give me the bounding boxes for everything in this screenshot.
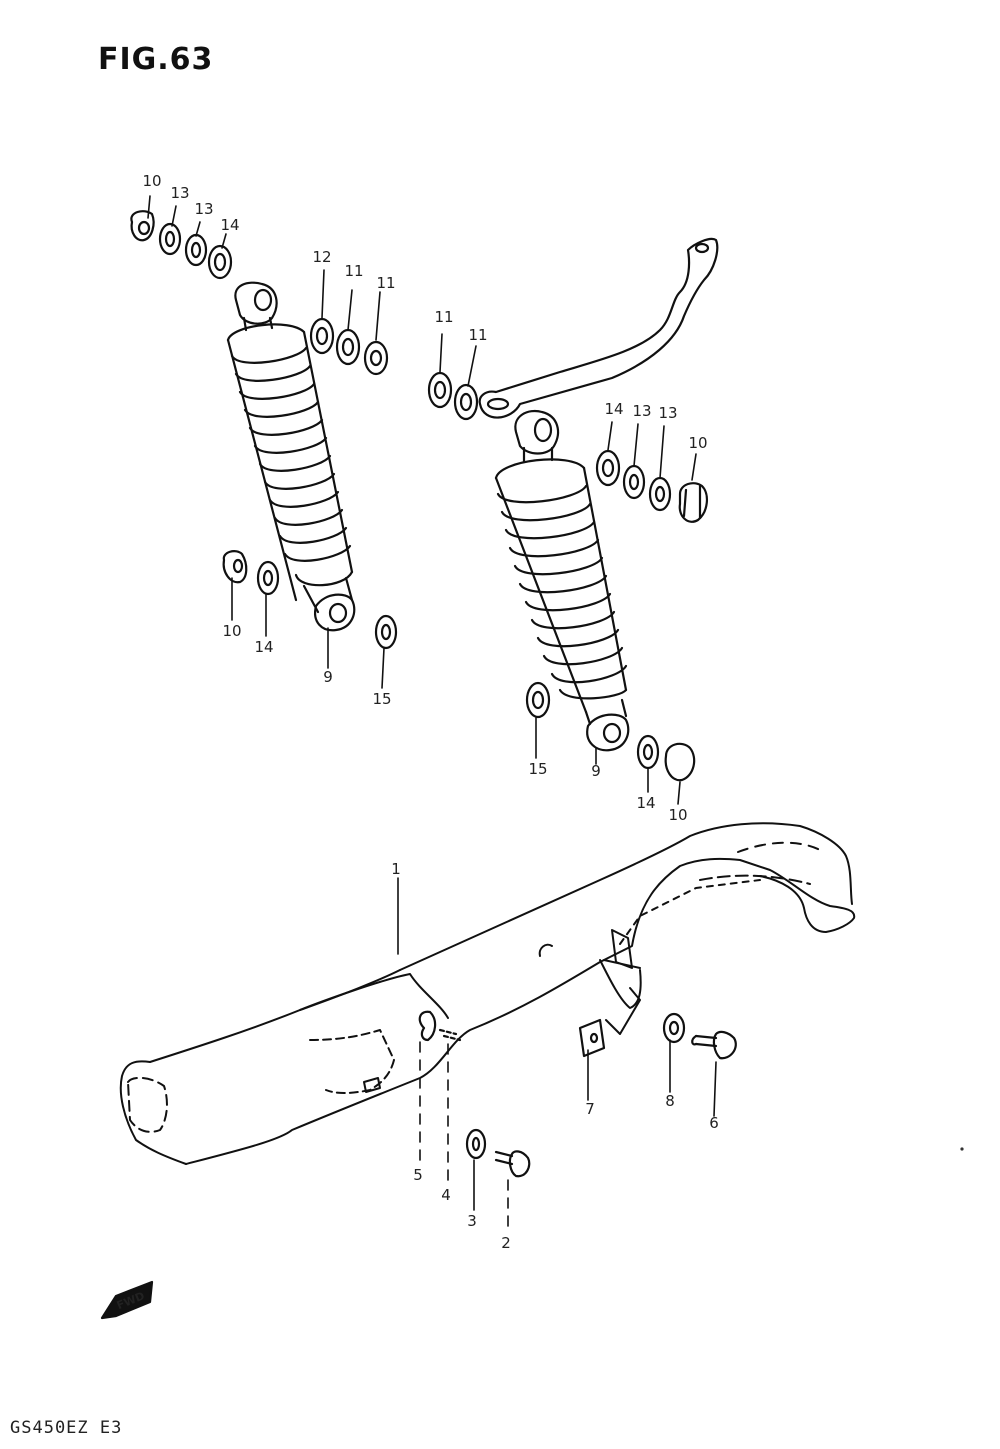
callout-7: 7 xyxy=(585,1100,595,1118)
callout-13: 13 xyxy=(632,402,651,420)
callout-11: 11 xyxy=(468,326,487,344)
callout-14: 14 xyxy=(220,216,239,234)
callout-9: 9 xyxy=(591,762,601,780)
callout-4: 4 xyxy=(441,1186,451,1204)
callout-3: 3 xyxy=(467,1212,477,1230)
forward-direction-arrow xyxy=(100,1280,154,1320)
washer-group-top-middle xyxy=(309,317,389,376)
figure-title: FIG.63 xyxy=(98,42,214,77)
callout-14: 14 xyxy=(636,794,655,812)
callout-10: 10 xyxy=(688,434,707,452)
callout-13: 13 xyxy=(658,404,677,422)
callout-1: 1 xyxy=(391,860,401,878)
chain-case xyxy=(119,822,856,1165)
washer-group-right-bottom xyxy=(525,681,696,782)
callout-14: 14 xyxy=(254,638,273,656)
callout-13: 13 xyxy=(170,184,189,202)
callout-15: 15 xyxy=(528,760,547,778)
leader-lines xyxy=(147,195,717,1233)
callout-8: 8 xyxy=(665,1092,675,1110)
callout-10: 10 xyxy=(222,622,241,640)
callout-12: 12 xyxy=(312,248,331,266)
callout-10: 10 xyxy=(668,806,687,824)
mounting-bracket xyxy=(478,237,719,419)
hardware-bolts xyxy=(418,1010,737,1178)
model-code-footer: GS450EZ E3 xyxy=(10,1418,123,1438)
callout-11: 11 xyxy=(376,274,395,292)
washer-group-left-bottom xyxy=(222,550,398,650)
callout-11: 11 xyxy=(434,308,453,326)
callout-13: 13 xyxy=(194,200,213,218)
washer-group-top-left xyxy=(130,210,233,280)
callout-6: 6 xyxy=(709,1114,719,1132)
washer-group-right-top xyxy=(595,449,708,523)
stray-dot xyxy=(960,1147,964,1151)
callout-10: 10 xyxy=(142,172,161,190)
callout-11: 11 xyxy=(344,262,363,280)
callout-2: 2 xyxy=(501,1234,511,1252)
callout-9: 9 xyxy=(323,668,333,686)
right-shock-absorber xyxy=(494,409,630,752)
callout-15: 15 xyxy=(372,690,391,708)
left-shock-absorber xyxy=(226,281,356,632)
washer-group-bracket xyxy=(427,371,479,421)
callout-5: 5 xyxy=(413,1166,423,1184)
callout-14: 14 xyxy=(604,400,623,418)
